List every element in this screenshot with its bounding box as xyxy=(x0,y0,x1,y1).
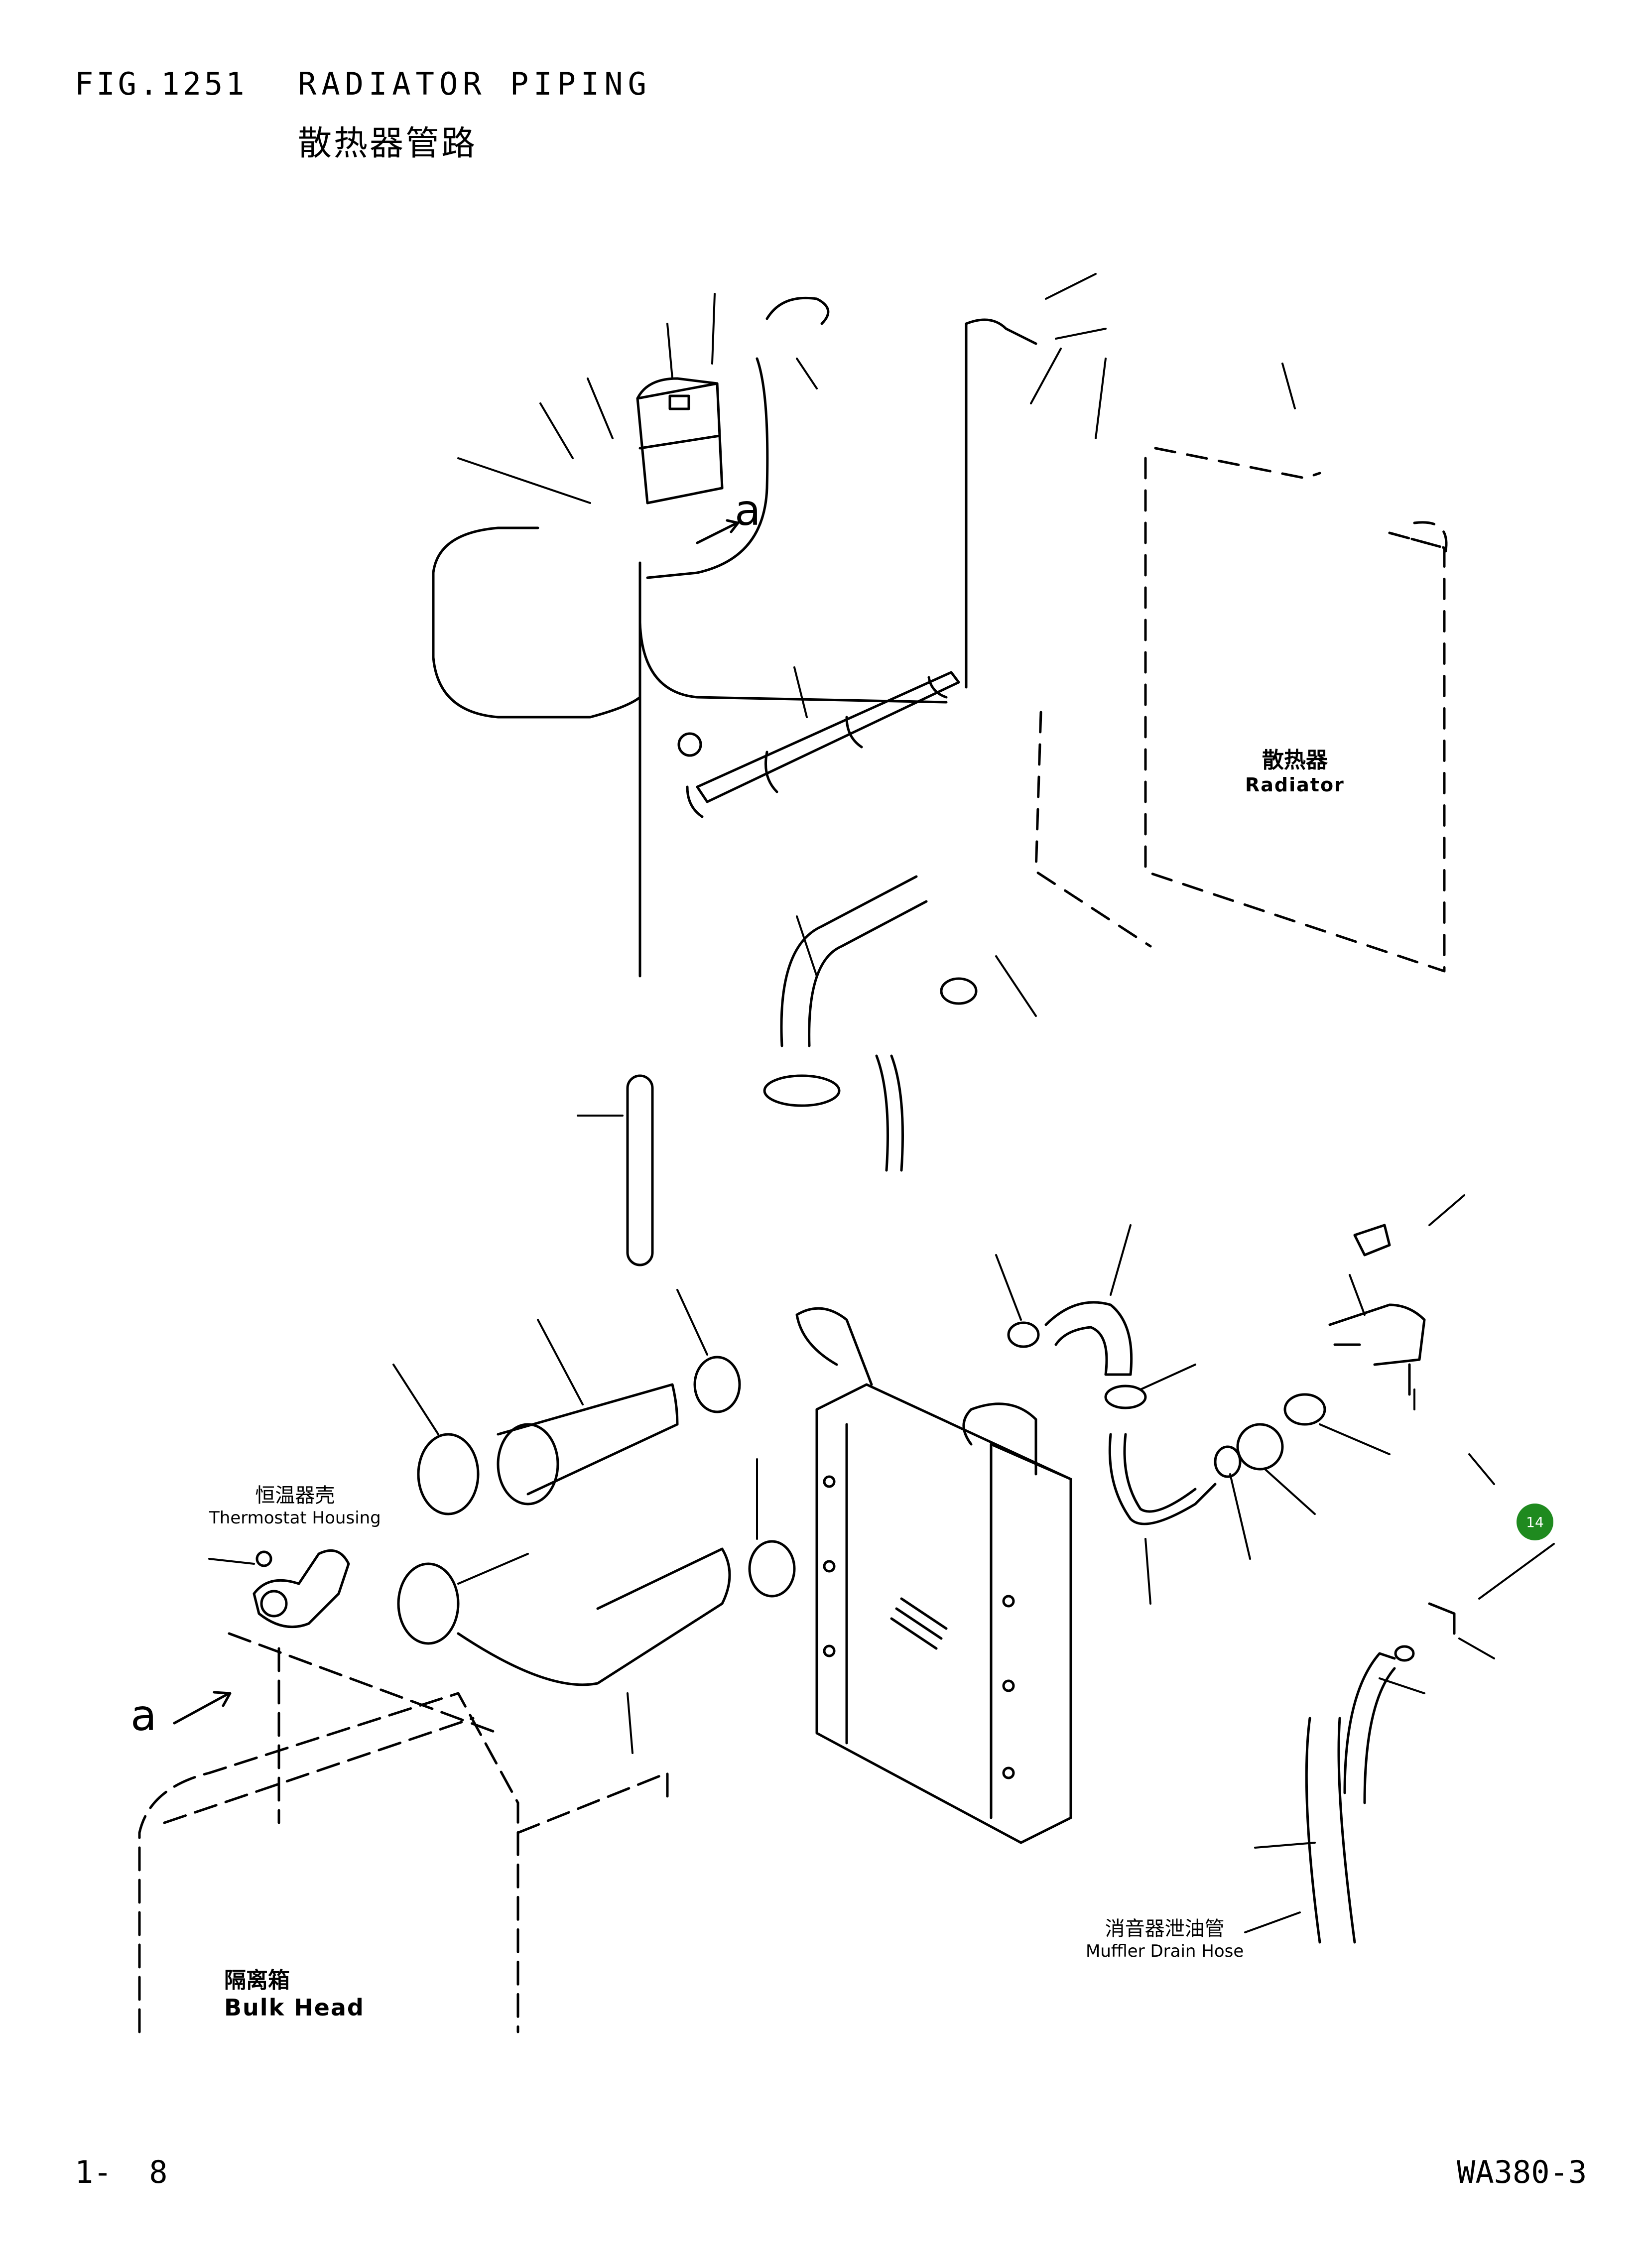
view-ref-a-upper: a xyxy=(735,486,761,535)
muffler-drain-hose-label: 消音器泄油管 Muffler Drain Hose xyxy=(1086,1912,1244,1961)
bulk-head-label: 隔离箱 Bulk Head xyxy=(224,1962,365,2021)
figure-title: RADIATOR PIPING xyxy=(298,66,651,102)
thermostat-housing-right xyxy=(1328,1224,1426,1396)
mid-hoses xyxy=(763,875,978,1172)
view-ref-a-lower: a xyxy=(130,1691,157,1741)
radiator-label-en: Radiator xyxy=(1245,774,1345,796)
radiator-outline xyxy=(1034,447,1448,973)
view-arrows xyxy=(173,519,740,1725)
part-callout-14[interactable]: 14 xyxy=(1517,1504,1553,1540)
reservoir-tank xyxy=(636,377,724,504)
thermostat-housing-left xyxy=(253,1549,350,1629)
radiator-label: 散热器 Radiator xyxy=(1245,742,1345,796)
hose-bracket xyxy=(677,671,960,818)
model-number: WA380-3 xyxy=(1457,2154,1587,2190)
upper-hose-loop xyxy=(432,296,1037,978)
thermostat-housing-label-cn: 恒温器壳 xyxy=(255,1484,335,1507)
bulk-head-label-en: Bulk Head xyxy=(224,1994,365,2021)
muffler-drain-hose-label-cn: 消音器泄油管 xyxy=(1105,1917,1225,1940)
thermostat-housing-label-en: Thermostat Housing xyxy=(209,1508,381,1528)
bulkhead-outline xyxy=(138,1632,669,2033)
leader-lines xyxy=(208,273,1555,1933)
figure-number: FIG.1251 xyxy=(75,66,248,102)
thermostat-housing-label: 恒温器壳 Thermostat Housing xyxy=(209,1479,381,1528)
page-number: 1- 8 xyxy=(75,2154,168,2190)
intake-hoses xyxy=(397,1356,796,1686)
bulk-head-label-cn: 隔离箱 xyxy=(224,1968,290,1993)
vertical-tube xyxy=(626,1074,654,1266)
part-callout-number: 14 xyxy=(1526,1513,1544,1530)
radiator-label-cn: 散热器 xyxy=(1262,748,1328,773)
muffler-drain-hose-drawing xyxy=(1305,1602,1456,1944)
figure-title-chinese: 散热器管路 xyxy=(298,124,478,163)
muffler-drain-hose-label-en: Muffler Drain Hose xyxy=(1086,1941,1244,1961)
elbow-hoses xyxy=(1007,1301,1326,1525)
air-cooler-core xyxy=(795,1307,1072,1844)
